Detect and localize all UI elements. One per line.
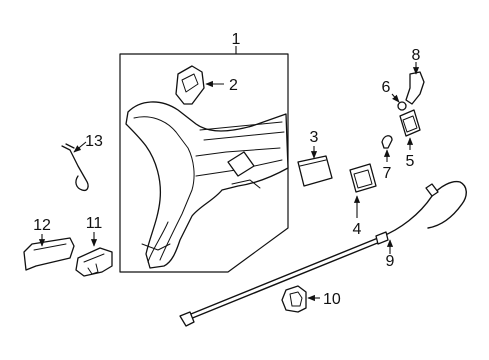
opener-knob-part-10: 10 [281, 285, 341, 313]
callout-11: 11 [86, 215, 103, 232]
clip-part-7: 7 [381, 135, 393, 182]
callout-13-leader [73, 141, 87, 153]
grommet-part-6: 6 [382, 79, 407, 111]
callout-10: 10 [323, 291, 341, 308]
callout-5: 5 [406, 153, 415, 170]
fuel-door-housing-part-4: 4 [349, 163, 377, 238]
callout-7: 7 [383, 165, 392, 182]
quarter-panel-assembly-frame: 1 [119, 31, 289, 273]
trim-piece-part-12: 12 [23, 217, 75, 271]
callout-4: 4 [353, 221, 362, 238]
cover-part-3: 3 [297, 129, 333, 187]
callout-2: 2 [229, 77, 238, 94]
hinge-part-8: 8 [405, 47, 425, 105]
fuel-door-lid-part-5: 5 [399, 109, 421, 170]
callout-12: 12 [33, 217, 51, 234]
quarter-panel [125, 101, 289, 269]
callout-6: 6 [382, 79, 391, 96]
callout-9: 9 [386, 253, 395, 270]
strap-part-13: 13 [61, 133, 103, 192]
opener-cable-part-9: 9 [179, 180, 467, 327]
callout-3: 3 [310, 129, 319, 146]
bracket-part-2: 2 [175, 65, 238, 105]
callout-8: 8 [412, 47, 421, 64]
callout-6-leader [391, 93, 400, 103]
callout-1: 1 [232, 31, 241, 48]
clip-bracket-part-11: 11 [75, 215, 113, 277]
callout-13: 13 [85, 133, 103, 150]
